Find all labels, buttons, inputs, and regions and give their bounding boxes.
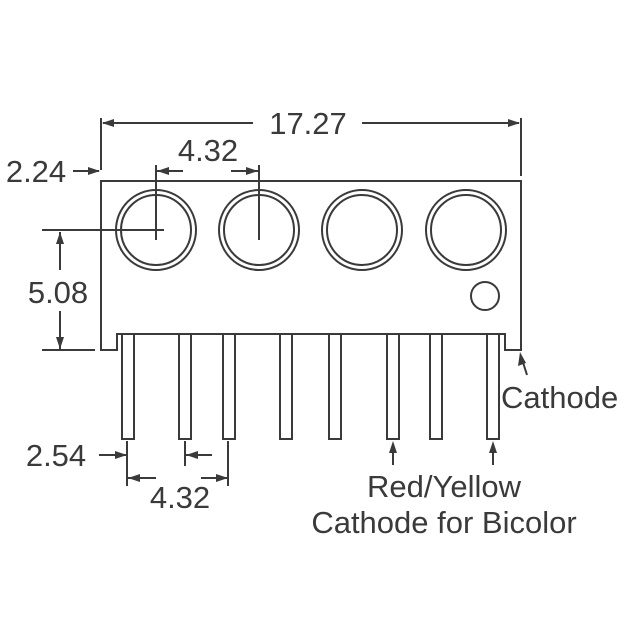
pin-8 [486, 333, 500, 440]
bicolor-cathode-callout: Red/Yellow Cathode for Bicolor [311, 441, 577, 540]
bicolor-label-line2: Cathode for Bicolor [311, 505, 576, 540]
dim-left-offset: 2.24 [6, 154, 100, 189]
dim-led-height: 5.08 [28, 232, 95, 351]
pin-6 [386, 333, 400, 440]
pin-1 [121, 333, 135, 440]
dim-led-pitch-label: 4.32 [178, 133, 238, 168]
bicolor-label-line1: Red/Yellow [367, 469, 522, 504]
pin-3 [222, 333, 236, 440]
dim-left-offset-label: 2.24 [6, 154, 66, 189]
pins [121, 333, 500, 440]
dim-pin-offset: 2.54 [26, 438, 212, 486]
pin-4 [279, 333, 293, 440]
package-body-outline [100, 180, 522, 351]
led-3 [321, 189, 403, 271]
pin1-marker-circle [470, 281, 500, 311]
dim-pin-pitch-label: 4.32 [150, 480, 210, 515]
pin-7 [429, 333, 443, 440]
cathode-callout: Cathode [501, 352, 618, 415]
pin-2 [178, 333, 192, 440]
led-4 [425, 189, 507, 271]
dim-overall-width: 17.27 [100, 106, 522, 176]
dim-pin-pitch: 4.32 [128, 441, 229, 515]
pin-5 [328, 333, 342, 440]
dim-led-height-label: 5.08 [28, 275, 88, 310]
dim-led-pitch: 4.32 [157, 133, 258, 175]
cathode-label: Cathode [501, 380, 618, 415]
dim-overall-width-label: 17.27 [269, 106, 347, 141]
dim-pin-offset-label: 2.54 [26, 438, 86, 473]
